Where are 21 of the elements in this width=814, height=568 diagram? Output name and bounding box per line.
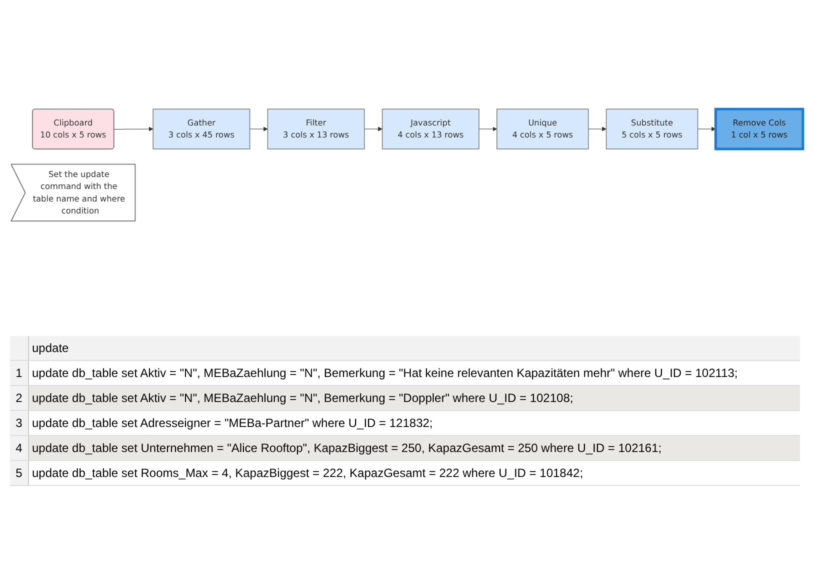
row-number: 3 <box>10 410 28 436</box>
table-cell: update db_table set Rooms_Max = 4, KapazBiggest = 222, KapazGesamt = 222 where U_ID = 101842; <box>28 460 800 486</box>
column-header: update <box>28 336 800 360</box>
arrow <box>588 126 606 132</box>
table-cell: update db_table set Aktiv = "N", MEBaZaehlung = "N", Bemerkung = "Doppler" where U_ID = 102108; <box>28 386 800 410</box>
arrow <box>478 126 498 132</box>
row-number: 5 <box>10 460 28 486</box>
node-box: Gather 3 cols x 45 rows <box>152 108 250 150</box>
node-box: Substitute 5 cols x 5 rows <box>606 108 698 150</box>
arrow <box>698 126 716 132</box>
row-number: 2 <box>10 386 28 410</box>
node-box: Filter 3 cols x 13 rows <box>267 108 365 150</box>
table-cell: update db_table set Unternehmen = "Alice Rooftop", KapazBiggest = 250, KapazGesamt = 250 where U_ID = 102161; <box>28 436 800 460</box>
node-box: Javascript 4 cols x 13 rows <box>382 108 480 150</box>
arrow <box>364 126 382 132</box>
node-box: Remove Cols 1 col x 5 rows <box>714 108 804 150</box>
node-box: Unique 4 cols x 5 rows <box>496 108 589 150</box>
arrow <box>250 126 268 132</box>
row-number: 1 <box>10 360 28 386</box>
row-number: 4 <box>10 436 28 460</box>
arrow <box>114 126 154 132</box>
